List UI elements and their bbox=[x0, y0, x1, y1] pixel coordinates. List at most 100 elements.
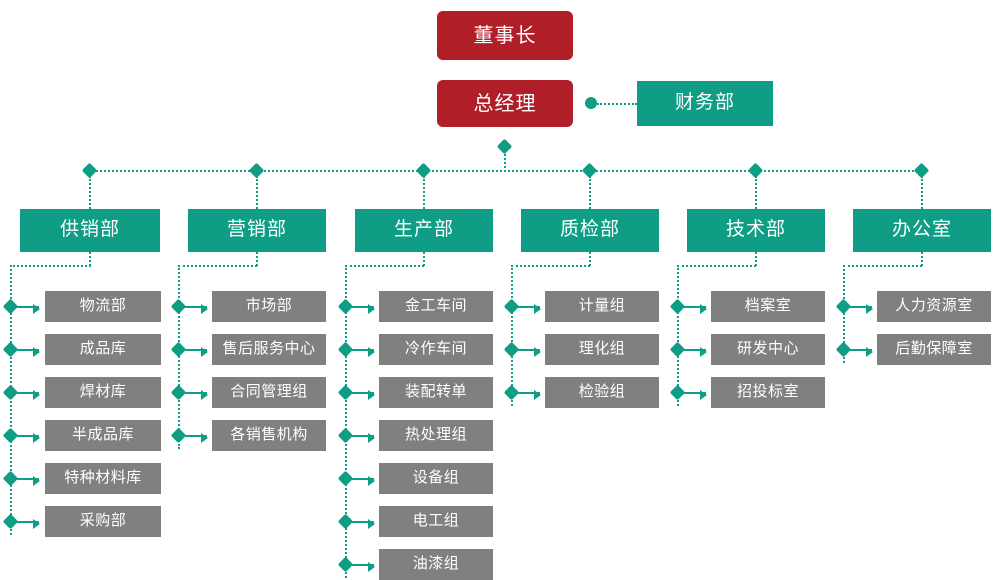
elbow-left-dept-0 bbox=[10, 265, 91, 267]
node-chairman-label: 董事长 bbox=[473, 24, 537, 47]
node-sub-0-1[interactable]: 成品库 bbox=[45, 334, 161, 365]
node-sub-1-0[interactable]: 市场部 bbox=[212, 291, 326, 322]
elbow-down-dept-3 bbox=[589, 252, 591, 266]
node-sub-3-1-label: 理化组 bbox=[578, 340, 626, 358]
node-sub-2-2-label: 装配转单 bbox=[404, 383, 467, 401]
connector-node-sub-0-2 bbox=[2, 384, 19, 401]
arrow-sub-2-3 bbox=[352, 433, 375, 443]
arrow-sub-1-0 bbox=[185, 304, 208, 314]
elbow-down-dept-2 bbox=[423, 252, 425, 266]
spine-dept-4 bbox=[677, 265, 679, 406]
node-sub-1-1[interactable]: 售后服务中心 bbox=[212, 334, 326, 365]
node-department-quality[interactable]: 质检部 bbox=[521, 209, 659, 252]
elbow-left-dept-3 bbox=[511, 265, 590, 267]
connector-node-sub-2-3 bbox=[337, 427, 354, 444]
node-sub-2-5[interactable]: 电工组 bbox=[379, 506, 493, 537]
node-sub-3-2-label: 检验组 bbox=[578, 383, 626, 401]
connector-node-gm-finance bbox=[585, 97, 597, 109]
arrow-sub-0-0 bbox=[17, 304, 40, 314]
connector-node-sub-5-0 bbox=[835, 298, 852, 315]
node-department-office-label: 办公室 bbox=[891, 219, 952, 241]
connector-node-sub-3-0 bbox=[503, 298, 520, 315]
connector-node-sub-1-1 bbox=[170, 341, 187, 358]
node-department-technology[interactable]: 技术部 bbox=[687, 209, 825, 252]
node-sub-1-2[interactable]: 合同管理组 bbox=[212, 377, 326, 408]
node-sub-2-6-label: 油漆组 bbox=[412, 555, 460, 573]
arrow-sub-0-1 bbox=[17, 347, 40, 357]
node-sub-4-2[interactable]: 招投标室 bbox=[711, 377, 825, 408]
node-sub-0-3-label: 半成品库 bbox=[71, 426, 134, 444]
connector-node-sub-1-0 bbox=[170, 298, 187, 315]
connector-node-sub-1-3 bbox=[170, 427, 187, 444]
node-sub-1-3[interactable]: 各销售机构 bbox=[212, 420, 326, 451]
node-sub-4-0[interactable]: 档案室 bbox=[711, 291, 825, 322]
node-general-manager[interactable]: 总经理 bbox=[437, 80, 573, 127]
connector-node-sub-0-4 bbox=[2, 470, 19, 487]
connector-bus-to-dept-0 bbox=[89, 176, 91, 209]
node-sub-4-1[interactable]: 研发中心 bbox=[711, 334, 825, 365]
node-sub-0-3[interactable]: 半成品库 bbox=[45, 420, 161, 451]
node-chairman[interactable]: 董事长 bbox=[437, 11, 573, 60]
node-finance-label: 财务部 bbox=[674, 92, 735, 114]
node-department-supply-sales-label: 供销部 bbox=[59, 219, 120, 241]
node-sub-0-5-label: 采购部 bbox=[79, 512, 127, 530]
connector-gm-to-finance bbox=[597, 103, 637, 105]
node-sub-5-0[interactable]: 人力资源室 bbox=[877, 291, 991, 322]
arrow-sub-0-5 bbox=[17, 519, 40, 529]
node-sub-0-0[interactable]: 物流部 bbox=[45, 291, 161, 322]
node-sub-2-0-label: 金工车间 bbox=[404, 297, 467, 315]
connector-bus-to-dept-1 bbox=[256, 176, 258, 209]
node-sub-2-1[interactable]: 冷作车间 bbox=[379, 334, 493, 365]
spine-dept-0 bbox=[10, 265, 12, 535]
arrow-sub-5-0 bbox=[850, 304, 873, 314]
node-department-marketing[interactable]: 营销部 bbox=[188, 209, 326, 252]
arrow-sub-0-4 bbox=[17, 476, 40, 486]
connector-node-sub-2-1 bbox=[337, 341, 354, 358]
node-sub-5-1[interactable]: 后勤保障室 bbox=[877, 334, 991, 365]
arrow-sub-0-3 bbox=[17, 433, 40, 443]
node-sub-2-4[interactable]: 设备组 bbox=[379, 463, 493, 494]
connector-node-sub-4-1 bbox=[669, 341, 686, 358]
node-sub-3-0[interactable]: 计量组 bbox=[545, 291, 659, 322]
node-sub-2-3-label: 热处理组 bbox=[404, 426, 467, 444]
node-sub-2-3[interactable]: 热处理组 bbox=[379, 420, 493, 451]
node-sub-2-4-label: 设备组 bbox=[412, 469, 460, 487]
connector-node-sub-1-2 bbox=[170, 384, 187, 401]
node-sub-2-2[interactable]: 装配转单 bbox=[379, 377, 493, 408]
node-sub-0-4[interactable]: 特种材料库 bbox=[45, 463, 161, 494]
node-sub-5-0-label: 人力资源室 bbox=[895, 297, 973, 315]
arrow-sub-2-4 bbox=[352, 476, 375, 486]
spine-dept-1 bbox=[178, 265, 180, 449]
node-sub-0-2[interactable]: 焊材库 bbox=[45, 377, 161, 408]
arrow-sub-2-0 bbox=[352, 304, 375, 314]
connector-bus-to-dept-4 bbox=[755, 176, 757, 209]
arrow-sub-2-5 bbox=[352, 519, 375, 529]
node-sub-3-2[interactable]: 检验组 bbox=[545, 377, 659, 408]
node-finance[interactable]: 财务部 bbox=[637, 81, 773, 126]
node-department-office[interactable]: 办公室 bbox=[853, 209, 991, 252]
node-sub-0-1-label: 成品库 bbox=[79, 340, 127, 358]
connector-node-sub-0-1 bbox=[2, 341, 19, 358]
arrow-sub-4-0 bbox=[684, 304, 707, 314]
connector-node-sub-0-3 bbox=[2, 427, 19, 444]
elbow-down-dept-5 bbox=[921, 252, 923, 266]
connector-node-sub-2-5 bbox=[337, 513, 354, 530]
connector-gm-down bbox=[504, 150, 506, 172]
node-sub-1-2-label: 合同管理组 bbox=[230, 383, 308, 401]
node-department-technology-label: 技术部 bbox=[725, 219, 786, 241]
node-department-production-label: 生产部 bbox=[393, 219, 454, 241]
connector-node-sub-2-6 bbox=[337, 556, 354, 573]
node-sub-4-2-label: 招投标室 bbox=[736, 383, 799, 401]
node-sub-0-2-label: 焊材库 bbox=[79, 383, 127, 401]
arrow-sub-2-1 bbox=[352, 347, 375, 357]
node-sub-3-1[interactable]: 理化组 bbox=[545, 334, 659, 365]
node-sub-0-5[interactable]: 采购部 bbox=[45, 506, 161, 537]
connector-node-sub-2-2 bbox=[337, 384, 354, 401]
node-general-manager-label: 总经理 bbox=[473, 92, 537, 115]
node-sub-1-1-label: 售后服务中心 bbox=[222, 340, 316, 358]
node-sub-4-0-label: 档案室 bbox=[744, 297, 792, 315]
node-sub-2-6[interactable]: 油漆组 bbox=[379, 549, 493, 580]
node-department-production[interactable]: 生产部 bbox=[355, 209, 493, 252]
node-department-supply-sales[interactable]: 供销部 bbox=[20, 209, 160, 252]
node-sub-2-0[interactable]: 金工车间 bbox=[379, 291, 493, 322]
